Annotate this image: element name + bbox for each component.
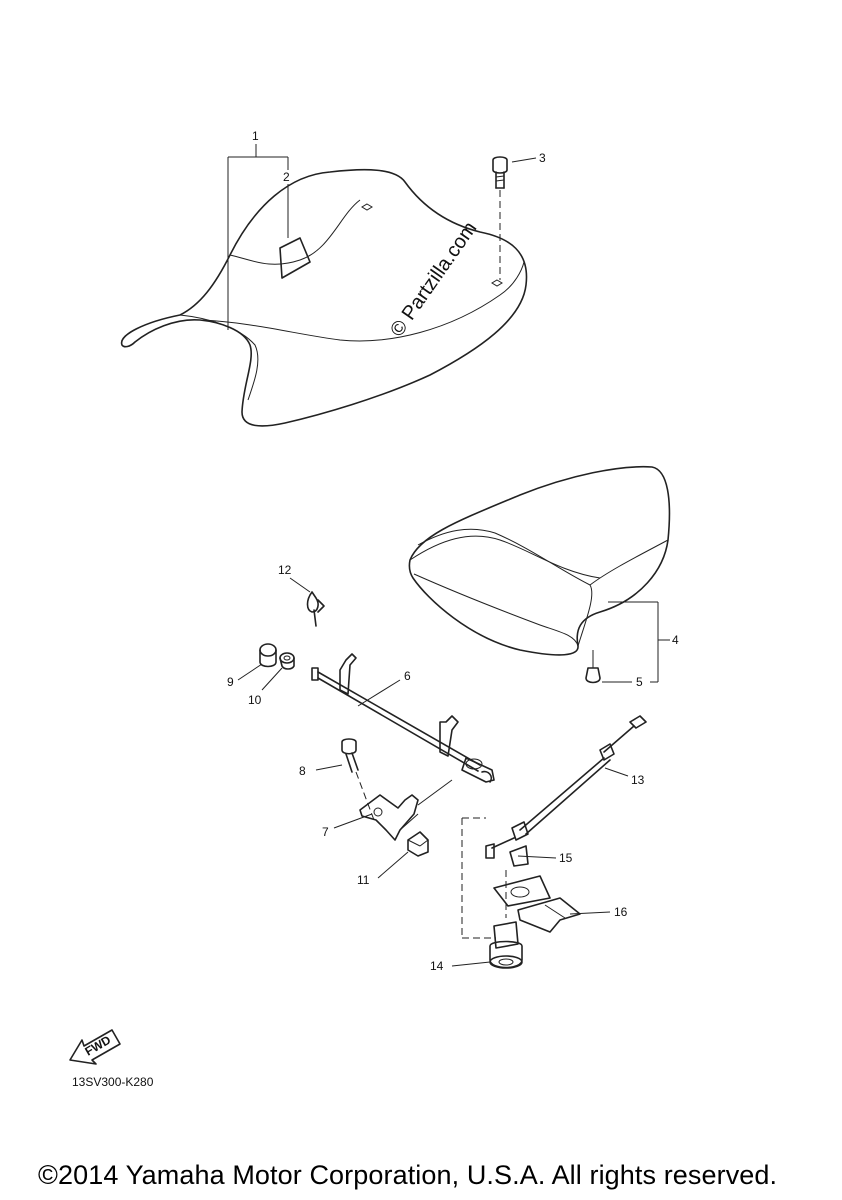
- clip-part-12: [306, 591, 325, 627]
- callout-4: 4: [672, 633, 679, 647]
- bracket-part-16: [517, 897, 581, 933]
- callout-7: 7: [322, 825, 329, 839]
- leader-lines: [227, 144, 670, 967]
- callout-10: 10: [248, 693, 262, 707]
- callout-16: 16: [614, 905, 628, 919]
- callout-11: 11: [357, 873, 370, 887]
- callout-2: 2: [283, 170, 290, 184]
- fwd-label: FWD: [83, 1033, 114, 1059]
- collar-part-10: [279, 652, 295, 670]
- callout-labels: 1 2 3 4 5 6 7 8 9 10 11 12 13 14 15 16: [227, 129, 679, 973]
- fwd-arrow-icon: FWD: [69, 1029, 121, 1065]
- block-part-11: [407, 831, 429, 857]
- partzilla-watermark: © Partzilla.com: [386, 218, 481, 341]
- lever-part-7: [359, 779, 453, 841]
- passenger-seat: [408, 465, 671, 684]
- washer-part-9: [259, 643, 277, 668]
- callout-1: 1: [252, 129, 259, 143]
- copyright-notice: ©2014 Yamaha Motor Corporation, U.S.A. A…: [38, 1160, 778, 1190]
- callout-12: 12: [278, 563, 292, 577]
- callout-15: 15: [559, 851, 573, 865]
- lock-cylinder-part-14: [461, 817, 523, 969]
- callout-5: 5: [636, 675, 643, 689]
- callout-9: 9: [227, 675, 234, 689]
- callout-13: 13: [631, 773, 645, 787]
- bracket-part-15: [493, 845, 551, 907]
- diagram-code: 13SV300-K280: [72, 1075, 154, 1089]
- cable-part-13: [485, 715, 647, 859]
- callout-3: 3: [539, 151, 546, 165]
- callout-14: 14: [430, 959, 444, 973]
- lock-rod-part-6: [311, 653, 495, 783]
- callout-6: 6: [404, 669, 411, 683]
- bolt-part-3: [492, 156, 508, 280]
- bolt-part-8: [341, 738, 375, 821]
- callout-8: 8: [299, 764, 306, 778]
- rider-seat: [120, 168, 528, 427]
